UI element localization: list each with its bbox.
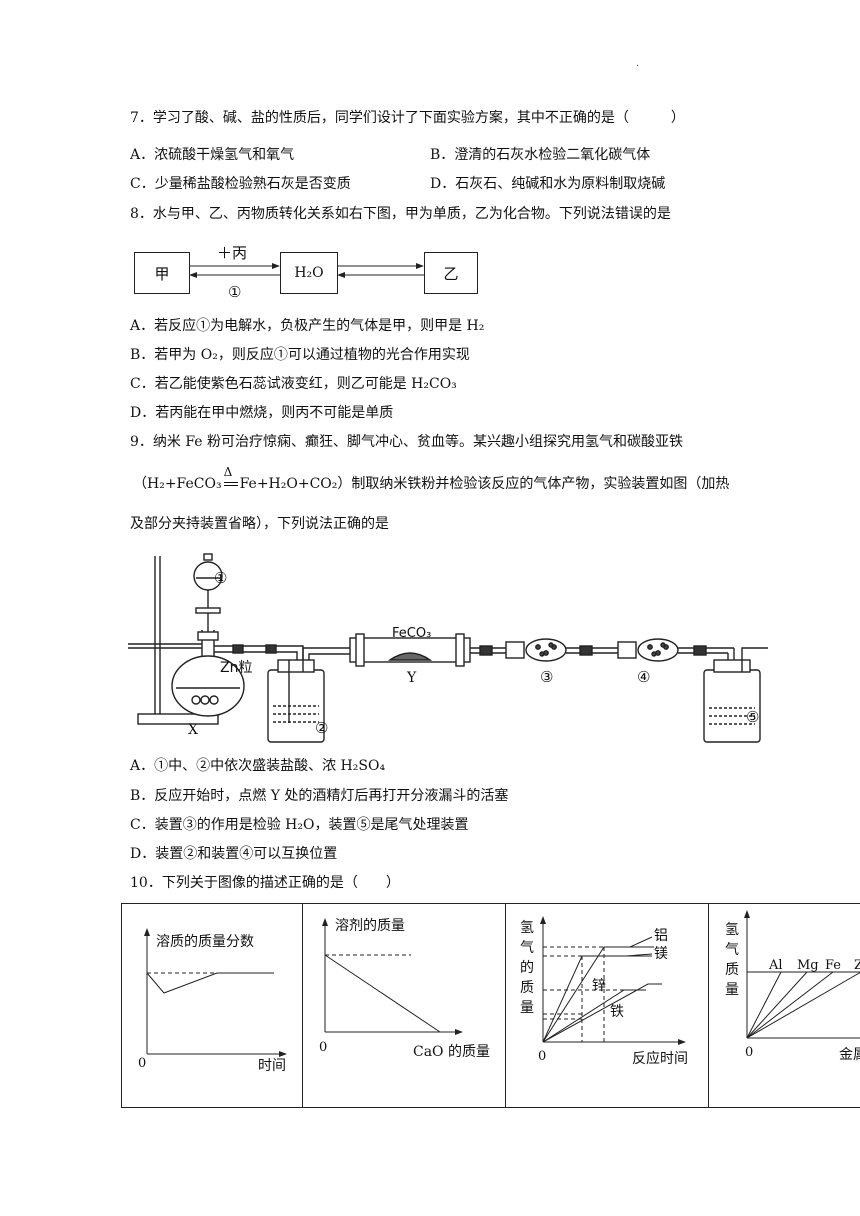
q10-graph-4-ylabel-char: 量 — [725, 982, 739, 998]
q10-graph-2-plot — [322, 918, 463, 1035]
q9-option-d[interactable]: D．装置②和装置④可以互换位置 — [130, 846, 338, 862]
q10-graph-4-origin: 0 — [745, 1045, 754, 1060]
q9-eq-right: Fe+H₂O+CO₂）制取纳米铁粉并检验该反应的气体产物，实验装置如图（加热 — [239, 476, 730, 492]
q10-graph-2: 溶剂的质量 0 CaO 的质量 — [302, 903, 505, 1108]
q8-arrows — [189, 263, 424, 278]
q8-option-b[interactable]: B．若甲为 O₂，则反应①可以通过植物的光合作用实现 — [130, 347, 470, 363]
q10-graph-4-series-z: Z — [854, 958, 860, 973]
q10-graph-4-ylabel: 氢 气 质 量 — [725, 920, 741, 1000]
q9-label-4: ④ — [637, 668, 651, 686]
q8-option-a[interactable]: A．若反应①为电解水，负极产生的气体是甲，则甲是 H₂ — [130, 318, 485, 334]
q10-graph-3-origin: 0 — [538, 1049, 547, 1064]
q10-stem: 10．下列关于图像的描述正确的是（ ） — [130, 875, 400, 891]
q10-graph-4: 氢 气 质 量 Al Mg Fe Z 0 金属 — [708, 903, 860, 1108]
q10-graph-3-ylabel-char: 气 — [520, 940, 534, 956]
q10-graph-4-ylabel-char: 质 — [725, 962, 739, 978]
q9-option-a[interactable]: A．①中、②中依次盛装盐酸、浓 H₂SO₄ — [130, 758, 386, 774]
q9-label-2: ② — [315, 719, 329, 737]
q10-graph-1-plot — [144, 928, 287, 1057]
q10-graph-4-series-fe: Fe — [825, 958, 842, 973]
q9-apparatus — [128, 553, 768, 743]
q9-option-b[interactable]: B．反应开始时，点燃 Y 处的酒精灯后再打开分液漏斗的活塞 — [130, 788, 509, 804]
q8-box-jia: 甲 — [134, 252, 190, 294]
q8-option-c[interactable]: C．若乙能使紫色石蕊试液变红，则乙可能是 H₂CO₃ — [130, 376, 457, 392]
q9-label-x: X — [188, 722, 198, 738]
q9-eq-delta: Δ — [223, 465, 233, 479]
q7-option-a[interactable]: A．浓硫酸干燥氢气和氧气 — [130, 147, 295, 163]
q9-stem-1: 9．纳米 Fe 粉可治疗惊痫、癫狂、脚气冲心、贫血等。某兴趣小组探究用氢气和碳酸… — [130, 434, 684, 450]
q10-graph-3-ylabel-char: 量 — [520, 1000, 534, 1016]
q9-label-zn: Zn粒 — [220, 660, 253, 676]
q10-graph-3-series-al: 铝 — [654, 928, 668, 944]
q10-graph-4-series-al: Al — [769, 958, 783, 973]
q10-graph-1-origin: 0 — [138, 1056, 147, 1071]
q10-graph-3-series-fe: 铁 — [610, 1004, 624, 1020]
q10-graph-2-xlabel: CaO 的质量 — [413, 1044, 490, 1060]
q10-graph-1-xlabel: 时间 — [258, 1058, 286, 1074]
q10-graph-4-xlabel: 金属 — [839, 1047, 860, 1063]
q9-label-feco3: FeCO₃ — [392, 626, 432, 641]
q8-option-d[interactable]: D．若丙能在甲中燃烧，则丙不可能是单质 — [130, 405, 394, 421]
q10-graph-2-origin: 0 — [319, 1040, 328, 1055]
q10-graph-4-ylabel-char: 氢 — [725, 922, 739, 938]
q7-option-d[interactable]: D．石灰石、纯碱和水为原料制取烧碱 — [430, 176, 666, 192]
q10-graph-4-ylabel-char: 气 — [725, 942, 739, 958]
q10-graph-1: 溶质的质量分数 0 时间 — [121, 903, 302, 1108]
q8-box-water: H₂O — [280, 252, 338, 294]
q10-graph-3: 氢 气 的 质 量 铝 镁 锌 铁 0 反应时间 — [505, 903, 708, 1108]
q10-graph-3-series-mg: 镁 — [654, 946, 668, 962]
q10-graph-4-series-mg: Mg — [797, 958, 819, 973]
q10-graph-1-ylabel: 溶质的质量分数 — [156, 934, 254, 950]
q10-graph-4-plot — [744, 910, 860, 1039]
header-dot: . — [636, 58, 640, 69]
q9-label-3: ③ — [540, 668, 554, 686]
q10-graph-2-ylabel: 溶剂的质量 — [335, 918, 405, 934]
q9-eq-sign: Δ — [222, 465, 240, 494]
q10-graph-3-ylabel-char: 的 — [520, 960, 534, 976]
q10-graph-3-ylabel-char: 质 — [520, 980, 534, 996]
q10-graph-3-plot — [540, 916, 686, 1045]
q9-label-1: ① — [214, 569, 228, 587]
q8-box-yi: 乙 — [424, 252, 478, 294]
q10-graph-3-ylabel: 氢 气 的 质 量 — [520, 918, 536, 1018]
q7-stem: 7．学习了酸、碱、盐的性质后，同学们设计了下面实验方案，其中不正确的是（ ） — [130, 110, 685, 126]
q8-bottom-label: ① — [228, 283, 242, 301]
q9-stem-3: 及部分夹持装置省略），下列说法正确的是 — [130, 516, 389, 532]
q10-graph-3-ylabel-char: 氢 — [520, 920, 534, 936]
q9-label-y: Y — [407, 670, 417, 686]
q10-graph-3-xlabel: 反应时间 — [632, 1051, 688, 1067]
q7-option-c[interactable]: C．少量稀盐酸检验熟石灰是否变质 — [130, 176, 351, 192]
q9-label-5: ⑤ — [746, 708, 760, 726]
q8-top-label: ＋丙 — [217, 244, 248, 262]
q10-graph-3-series-zn: 锌 — [592, 978, 606, 994]
q7-option-b[interactable]: B．澄清的石灰水检验二氧化碳气体 — [430, 147, 651, 163]
q9-option-c[interactable]: C．装置③的作用是检验 H₂O，装置⑤是尾气处理装置 — [130, 817, 469, 833]
q9-eq-left: （H₂+FeCO₃ — [133, 476, 222, 492]
q8-stem: 8．水与甲、乙、丙物质转化关系如右下图，甲为单质，乙为化合物。下列说法错误的是 — [130, 206, 671, 222]
